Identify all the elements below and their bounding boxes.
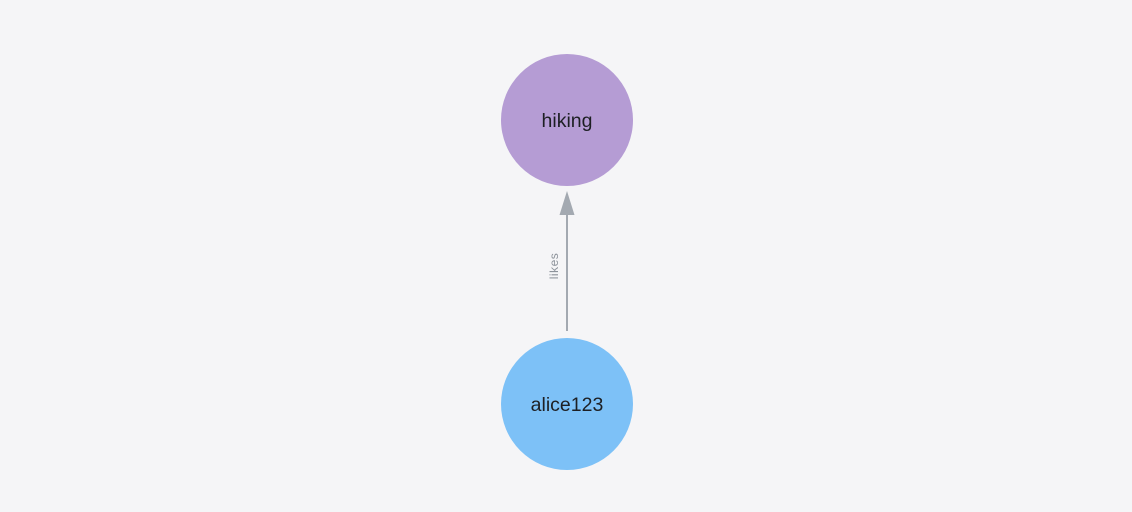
node-alice123-circle — [501, 338, 633, 470]
edge-label: likes — [547, 253, 561, 280]
node-hiking-label: hiking — [542, 110, 593, 132]
edge-likes[interactable]: likes — [547, 191, 575, 331]
node-hiking[interactable]: hiking — [501, 54, 633, 186]
node-hiking-circle — [501, 54, 633, 186]
edge-arrowhead-icon — [559, 191, 575, 215]
node-alice123-label: alice123 — [531, 394, 604, 416]
node-alice123[interactable]: alice123 — [501, 338, 633, 470]
